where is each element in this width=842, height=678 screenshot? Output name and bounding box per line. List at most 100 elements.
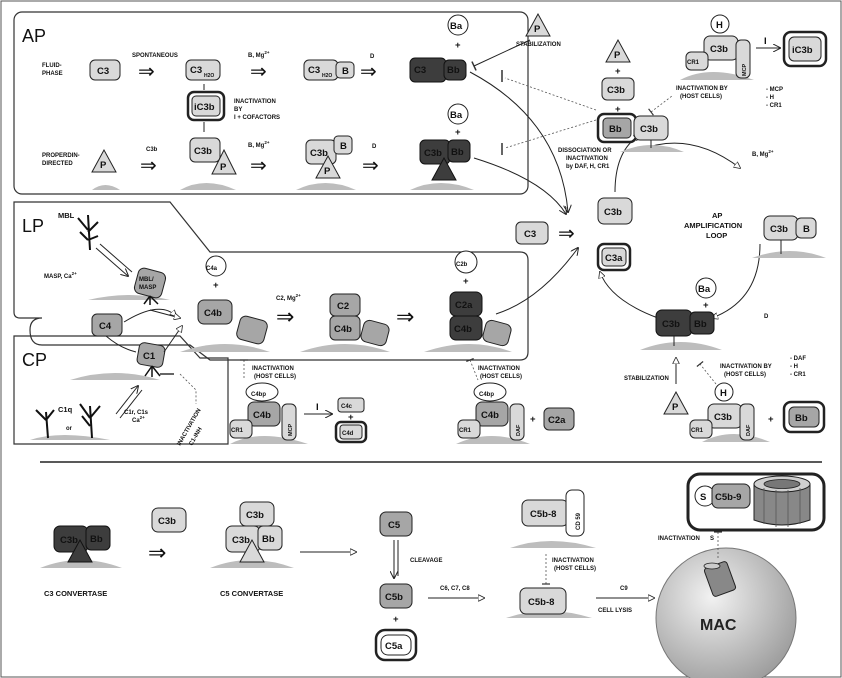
list-cr1b: - CR1 [790,372,806,378]
c3h2o-1 [185,59,221,81]
inactivation-label-mid: INACTIVATION [566,156,608,162]
s-label: S [700,492,706,503]
c3h2o-1-sub: H2O [204,73,214,79]
ba-fluid-label: Ba [450,21,463,32]
mac-pore-top [703,562,721,570]
c3-fluid [89,59,121,81]
d-loop: D [764,314,769,320]
c3-middle-label: C3 [524,229,536,240]
inact-by-loop: INACTIVATION BY [676,86,728,92]
inact-loop-link [648,95,673,116]
properdin-p2 [211,148,237,175]
p3-label: P [324,166,331,177]
c1q-shape-2 [79,403,101,439]
plus-c4c: + [348,412,354,423]
inactivation-s-label: INACTIVATION [658,536,700,542]
host-cells-loop: (HOST CELLS) [680,94,722,100]
c4-to-c4b [123,308,176,323]
double-arrow-2: ⇒ [250,61,267,83]
cp-arrow-1 [115,386,138,415]
properdin-mid [605,38,631,63]
h-top-label: H [716,20,723,31]
c4bp-2-label: C4bp [479,392,494,398]
stabilization-top: STABILIZATION [516,42,561,48]
c3h2o-conv-label: C3 [414,65,426,76]
mcp-top [735,39,751,79]
c3b-loop-right-label: C3b [770,224,788,235]
section-ap: AP [22,26,46,46]
host-cells-2: (HOST CELLS) [480,374,522,380]
cp-box [13,335,229,445]
bb-loop-bottom-label: Bb [694,319,707,330]
c2a-cp [543,407,575,431]
mcp-cp [281,403,297,441]
c4-lp [91,313,123,337]
cr1-bottom [689,419,713,439]
mbl-shape [77,214,99,251]
lp-arrow-1b [99,243,133,273]
c3b-host-bottom-label: C3b [714,412,732,423]
c4b-lp [197,299,233,325]
c4b-lp-label: C4b [204,308,222,319]
mbl-masp [133,267,167,299]
c4bp [245,382,279,402]
daf-cp2 [509,403,525,441]
fluid-phase-label: FLUID- [42,63,62,69]
c5a-label: C5a [385,641,403,652]
ap-box [13,11,529,195]
b-mg-label-1: B, Mg2+ [248,50,270,59]
masp-label: MASP, Ca2+ [44,271,77,280]
inact-c5b8: INACTIVATION [552,558,594,564]
cr1-top-label: CR1 [687,60,700,66]
c3a [601,247,627,267]
p-c5conv [239,538,265,563]
b-loop-right-label: B [803,224,810,235]
dissoc-link-1 [504,77,597,111]
mcp-cp-label: MCP [288,423,294,436]
membrane-p3 [296,183,356,190]
mbl-masp-label2: MASP [139,285,156,291]
c4b-c2a-label: C4b [454,324,472,335]
lp-arrow-1 [95,247,128,276]
daf-bottom [739,403,755,441]
dissociation-label: DISSOCIATION OR [558,148,612,154]
flow-prop-c3 [473,157,566,214]
b-loop-right [795,217,817,239]
properdin-label: PROPERDIN- [42,153,80,159]
bb-loop-bottom [689,311,715,335]
c4b-cp2-label: C4b [481,410,499,421]
c5 [379,511,413,537]
h-bottom-label: H [720,388,727,399]
c5b8 [519,587,567,615]
p-stab-top-label: P [534,24,541,35]
host-cells-loop2: (HOST CELLS) [724,372,766,378]
c2-mg-label: C2, Mg2+ [276,293,301,302]
c4-c1-link [105,335,137,353]
membrane-host-top [680,72,754,80]
c1q-label: C1q [58,405,73,414]
mcp-top-label: MCP [742,63,748,76]
c1-complex-c2a [482,319,512,347]
ic3b-ap-inner [191,95,221,117]
c5b8-top-label: C5b-8 [530,509,556,520]
c5b [379,583,413,609]
c1-label: C1 [143,351,156,362]
c5a [380,634,412,656]
c5b-label: C5b [385,592,403,603]
membrane-p2 [180,183,236,190]
c2b [454,250,478,274]
properdin-loop [663,390,689,415]
c3-middle [515,221,549,245]
loop-title-3: LOOP [706,231,727,240]
p-loop-label: P [672,402,679,413]
c3b-mid-label: C3b [607,85,625,96]
plus-c4a: + [213,280,219,291]
fluid-phase-label2: PHASE [42,71,63,77]
double-arrow-bottom: ⇒ [148,540,166,565]
membrane-c4bp [230,436,308,444]
c5b9 [711,483,751,509]
c3h2o-2-label: C3 [308,65,320,76]
c3b-c3conv-label: C3b [60,535,78,546]
